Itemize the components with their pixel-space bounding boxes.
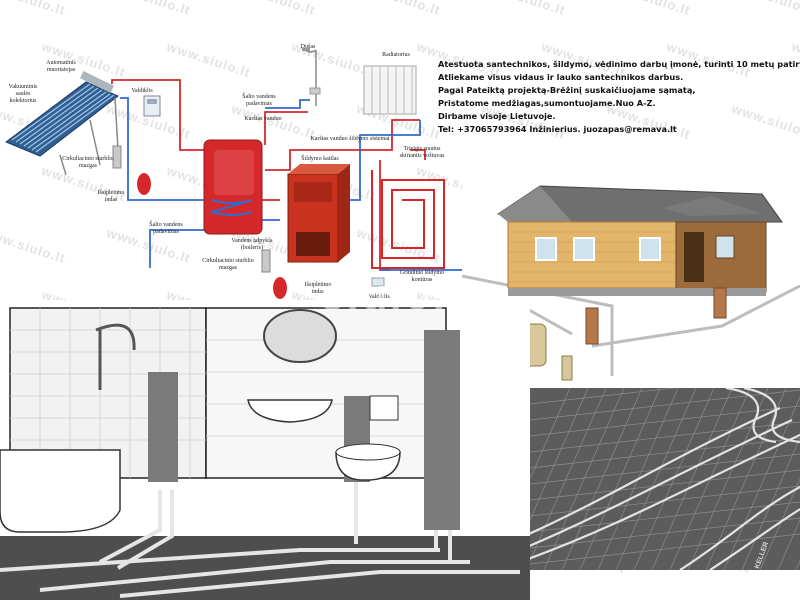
company-ad-text: Atestuota santechnikos, šildymo, vėdinim… <box>438 58 800 136</box>
ad-line: Atliekame visus vidaus ir lauko santechn… <box>438 72 684 82</box>
controller-bottom-box <box>371 277 385 287</box>
floor-heating-photo <box>530 388 800 570</box>
floor-heating-loop <box>371 170 445 269</box>
heating-scheme-diagram <box>4 48 470 299</box>
label-boiler: Šildymo katilas <box>301 156 339 162</box>
mesh-line <box>530 421 800 453</box>
mesh-line <box>530 453 800 485</box>
label-shower: Dušas <box>300 44 316 50</box>
mesh-line <box>530 388 589 521</box>
mirror <box>263 309 337 363</box>
mesh-line <box>705 388 787 570</box>
ad-line: Pagal Pateiktą projektą-Brėžinį suskaiči… <box>438 85 696 95</box>
watermark-text: www.siulo.lt <box>605 0 693 18</box>
mesh-line <box>530 389 800 421</box>
expansion-vessel-bottom <box>273 277 287 299</box>
mesh-line <box>633 388 715 570</box>
circulation-pump-bottom <box>261 249 271 273</box>
toilet <box>335 395 401 481</box>
label-tank: Vandens talpykla(boileris) <box>231 238 273 251</box>
solar-collector <box>4 70 119 176</box>
sink <box>247 399 333 423</box>
mesh-line <box>651 388 733 570</box>
label-hot-water: Karštas vanduo <box>244 116 282 122</box>
water-tank <box>203 139 263 235</box>
pipe-network <box>111 79 470 271</box>
mesh-line <box>723 396 800 570</box>
label-valve: Valdiklis <box>131 88 153 94</box>
mesh-line <box>579 388 661 570</box>
watermark-text: www.siulo.lt <box>730 0 800 18</box>
mesh-line <box>543 388 625 570</box>
ad-line: Tel: +37065793964 Inžinierius. juozapas@… <box>438 124 677 134</box>
mesh-line <box>530 469 800 501</box>
mesh-line <box>759 478 800 570</box>
shower <box>302 48 321 106</box>
center-watermark: siulo.lt <box>320 270 478 319</box>
mesh-line <box>530 517 800 549</box>
circulation-pump-top <box>112 145 122 169</box>
label-radiator: Radiatorius <box>382 52 410 58</box>
mesh-line <box>530 437 800 469</box>
mesh-line <box>530 501 800 533</box>
label-hot-heating: Karštas vanduo šildymo sistemai <box>310 136 390 142</box>
bathroom-plumbing-illustration <box>0 300 530 600</box>
heating-boiler <box>287 164 350 263</box>
watermark-text: www.siulo.lt <box>480 0 568 18</box>
mesh-line <box>530 405 800 437</box>
mesh-line <box>777 519 800 570</box>
expansion-vessel-top <box>137 173 151 195</box>
ad-line: Pristatome medžiagas,sumontuojame.Nuo A-… <box>438 98 656 108</box>
mesh-line <box>615 388 697 570</box>
bathtub <box>0 449 121 533</box>
radiator <box>363 65 417 115</box>
mesh-line <box>530 388 607 562</box>
ad-line: Dirbame visoje Lietuvoje. <box>438 111 556 121</box>
mesh-line <box>530 388 571 480</box>
label-controller-bottom: Valdiklis <box>368 294 390 300</box>
ad-line: Atestuota santechnikos, šildymo, vėdinim… <box>438 59 800 69</box>
mesh-line <box>530 388 678 405</box>
